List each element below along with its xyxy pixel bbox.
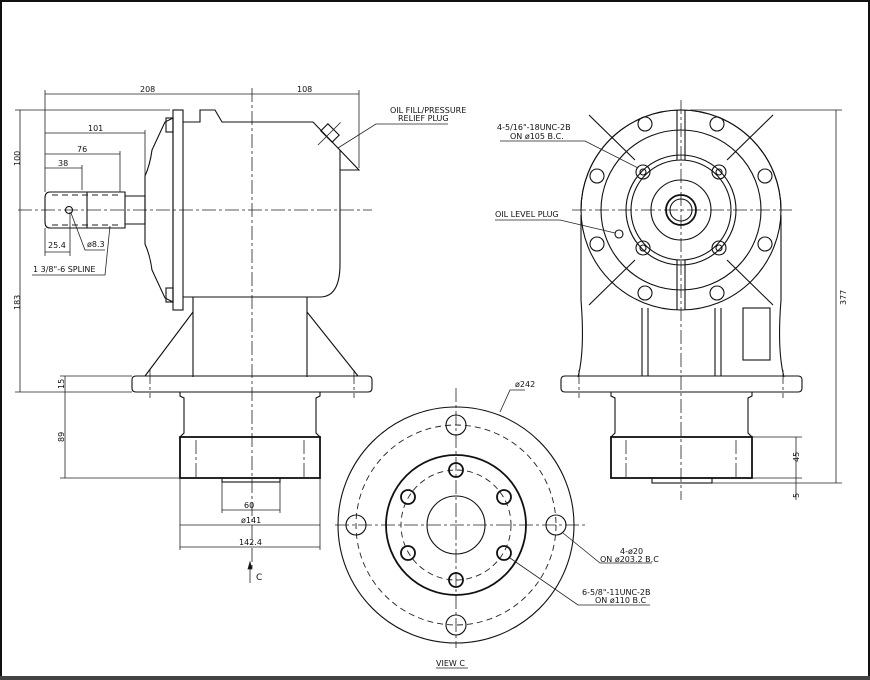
front-view: 377 45 5 4-5/16"-18UNC-2B ON ø105 B.C. O… — [495, 100, 848, 500]
thread-note-bottom-line2: ON ø110 B.C — [595, 596, 647, 605]
dim-89: 89 — [57, 432, 66, 442]
dim-25-4: 25.4 — [48, 241, 66, 250]
base-flange — [131, 375, 373, 393]
thread-note-bottom-line1: 6-5/8"-11UNC-2B — [582, 588, 651, 597]
dim-377: 377 — [839, 290, 848, 305]
dim-141: ø141 — [241, 516, 261, 525]
dim-45: 45 — [792, 452, 801, 462]
dim-100: 100 — [13, 151, 22, 166]
cover-bolts — [589, 116, 773, 301]
dim-38: 38 — [58, 159, 68, 168]
oil-fill-note-line2: RELIEF PLUG — [398, 114, 449, 123]
oil-fill-plug — [317, 122, 341, 146]
oil-fill-note-line1: OIL FILL/PRESSURE — [390, 106, 466, 115]
shaft-hole — [64, 205, 74, 215]
bolt-head — [165, 287, 174, 303]
dim-142-4: 142.4 — [239, 538, 262, 547]
view-arrow-label: C — [256, 573, 262, 583]
nameplate — [742, 307, 771, 361]
thread-note-top-line1: 4-5/16"-18UNC-2B — [497, 123, 571, 132]
holes-note-line1: 4-ø20 — [620, 547, 643, 556]
side-view: 208 108 101 76 38 25.4 ø8.3 1 3/8"-6 SPL… — [13, 85, 466, 583]
outer-flange — [337, 406, 575, 644]
threaded-holes — [635, 164, 727, 256]
holes-note-line2: ON ø203.2 B.C — [600, 555, 659, 564]
dim-60: 60 — [244, 501, 254, 510]
spline-note: 1 3/8"-6 SPLINE — [33, 265, 95, 274]
dim-108: 108 — [297, 85, 312, 94]
bottom-bar — [0, 676, 870, 680]
dim-76: 76 — [77, 145, 87, 154]
dim-15: 15 — [57, 379, 66, 389]
dim-5: 5 — [792, 493, 801, 498]
dim-101: 101 — [88, 124, 103, 133]
mounting-holes — [345, 414, 567, 636]
view-c: ø242 4-ø20 ON ø203.2 B.C 6-5/8"-11UNC-2B… — [335, 380, 659, 669]
bolt-head — [165, 117, 174, 133]
dim-242: ø242 — [515, 380, 535, 389]
dim-208: 208 — [140, 85, 155, 94]
view-c-title: VIEW C — [436, 659, 465, 668]
thread-note-top-line2: ON ø105 B.C. — [510, 132, 564, 141]
dim-hole-dia: ø8.3 — [87, 240, 105, 249]
dim-183: 183 — [13, 295, 22, 310]
threaded-holes-bc110 — [400, 462, 512, 588]
oil-level-plug — [614, 229, 624, 239]
oil-level-note: OIL LEVEL PLUG — [495, 210, 559, 219]
